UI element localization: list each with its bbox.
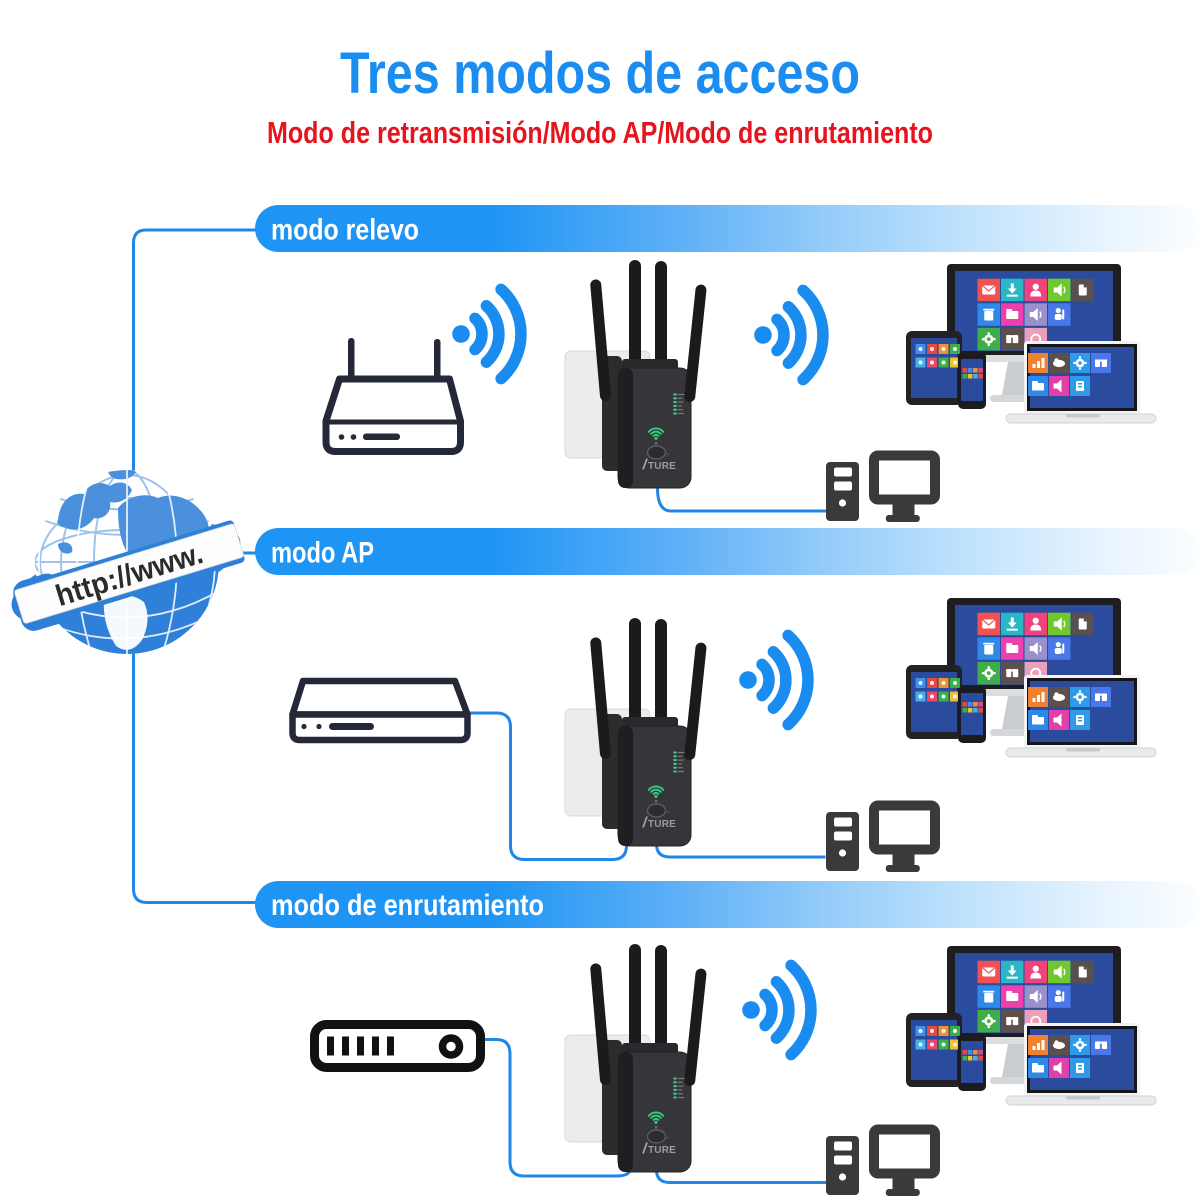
svg-text:modo de enrutamiento: modo de enrutamiento [271,889,544,922]
svg-text:modo relevo: modo relevo [271,214,419,247]
svg-text:Modo de retransmisión/Modo AP/: Modo de retransmisión/Modo AP/Modo de en… [267,115,933,150]
svg-text:modo AP: modo AP [271,537,374,570]
svg-text:Tres modos de acceso: Tres modos de acceso [340,41,860,106]
